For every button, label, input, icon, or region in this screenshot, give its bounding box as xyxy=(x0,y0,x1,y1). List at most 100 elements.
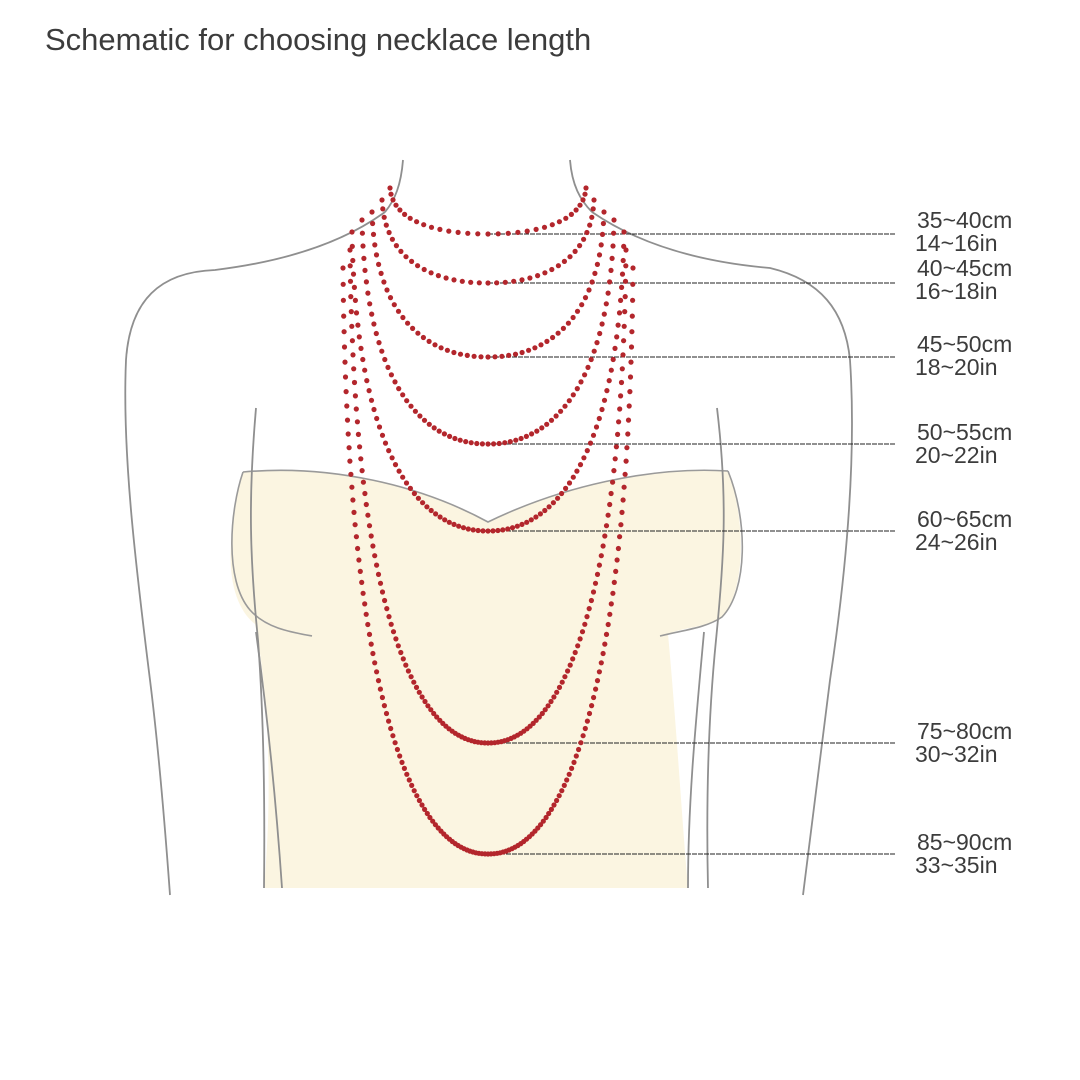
necklace-bead xyxy=(555,330,561,336)
necklace-bead xyxy=(580,733,586,739)
necklace-bead xyxy=(544,338,550,344)
necklace-bead xyxy=(437,514,443,520)
necklace-bead xyxy=(572,248,578,254)
necklace-bead xyxy=(555,263,562,269)
necklace-bead xyxy=(599,321,605,327)
necklace-bead xyxy=(437,226,443,232)
necklace-bead xyxy=(582,725,588,732)
necklace-bead xyxy=(373,330,379,337)
length-inch-text: 33~35in xyxy=(915,852,998,878)
necklace-bead xyxy=(608,367,614,373)
necklace-bead xyxy=(539,425,545,431)
necklace-bead xyxy=(601,397,608,403)
necklace-bead xyxy=(553,413,559,419)
necklace-bead xyxy=(616,419,622,425)
necklace-bead xyxy=(562,403,568,409)
necklace-bead xyxy=(623,263,629,269)
necklace-bead xyxy=(415,495,421,501)
necklace-bead xyxy=(381,279,387,285)
necklace-bead xyxy=(384,287,390,293)
necklace-bead xyxy=(577,243,583,249)
necklace-bead xyxy=(351,366,357,372)
necklace-bead xyxy=(405,668,411,674)
necklace-bead xyxy=(519,349,525,356)
necklace-bead xyxy=(622,294,628,300)
necklace-bead xyxy=(451,277,457,283)
necklace-bead xyxy=(361,255,367,261)
necklace-bead xyxy=(342,359,348,365)
necklace-bead xyxy=(350,257,356,264)
necklace-bead xyxy=(358,345,364,351)
necklace-bead xyxy=(541,224,548,230)
necklace-bead xyxy=(388,372,394,378)
necklace-bead xyxy=(572,649,578,656)
necklace-bead xyxy=(602,533,608,539)
necklace-bead xyxy=(352,297,358,303)
necklace-bead xyxy=(584,718,591,724)
necklace-bead xyxy=(567,254,573,260)
necklace-bead xyxy=(492,354,498,360)
necklace-bead xyxy=(628,359,634,365)
necklace-bead xyxy=(582,191,588,197)
necklace-bead xyxy=(363,279,369,285)
necklace-bead xyxy=(374,415,380,422)
necklace-bead xyxy=(468,440,474,446)
necklace-bead xyxy=(457,437,463,443)
necklace-bead xyxy=(400,392,406,398)
necklace-bead xyxy=(485,441,491,447)
necklace-bead xyxy=(556,684,563,691)
necklace-bead xyxy=(596,562,603,568)
necklace-bead xyxy=(377,686,383,692)
necklace-bead xyxy=(396,468,402,474)
necklace-bead xyxy=(389,455,395,461)
length-cm-text: 45~50cm xyxy=(917,331,1013,357)
necklace-bead xyxy=(392,379,398,385)
necklace-bead xyxy=(542,507,548,514)
necklace-bead xyxy=(369,311,375,317)
necklace-bead xyxy=(366,388,372,394)
necklace-bead xyxy=(346,445,352,451)
necklace-bead xyxy=(349,229,355,235)
necklace-bead xyxy=(602,641,608,647)
necklace-bead xyxy=(398,649,404,656)
necklace-bead xyxy=(603,301,609,307)
necklace-bead xyxy=(625,417,632,423)
length-inch-text: 16~18in xyxy=(915,278,998,304)
necklace-bead xyxy=(589,214,595,220)
necklace-bead xyxy=(515,229,521,235)
necklace-bead xyxy=(618,297,624,303)
necklace-bead xyxy=(629,329,635,335)
necklace-bead xyxy=(352,522,358,528)
necklace-bead xyxy=(340,297,346,303)
necklace-bead xyxy=(551,694,557,700)
necklace-bead xyxy=(593,424,600,430)
necklace-bead xyxy=(574,386,580,392)
necklace-bead xyxy=(394,746,400,753)
necklace-bead xyxy=(610,590,616,596)
necklace-bead xyxy=(375,678,382,684)
necklace-bead xyxy=(456,523,462,529)
necklace-bead xyxy=(381,703,387,709)
necklace-bead xyxy=(495,527,501,534)
necklace-bead xyxy=(608,267,614,273)
necklace-bead xyxy=(609,255,615,261)
necklace-bead xyxy=(385,364,391,370)
length-inch-text: 30~32in xyxy=(915,741,998,767)
necklace-bead xyxy=(536,714,542,720)
necklace-bead xyxy=(532,345,538,351)
necklace-bead xyxy=(428,224,435,230)
necklace-bead xyxy=(475,231,481,237)
necklace-bead xyxy=(592,580,599,586)
necklace-bead xyxy=(607,501,613,508)
necklace-bead xyxy=(341,344,348,350)
necklace-bead xyxy=(463,439,469,445)
necklace-bead xyxy=(511,278,517,284)
necklace-bead xyxy=(590,589,597,595)
necklace-bead xyxy=(409,782,415,789)
necklace-bead xyxy=(611,217,617,223)
length-cm-text: 60~65cm xyxy=(917,506,1013,532)
necklace-bead xyxy=(452,435,458,442)
